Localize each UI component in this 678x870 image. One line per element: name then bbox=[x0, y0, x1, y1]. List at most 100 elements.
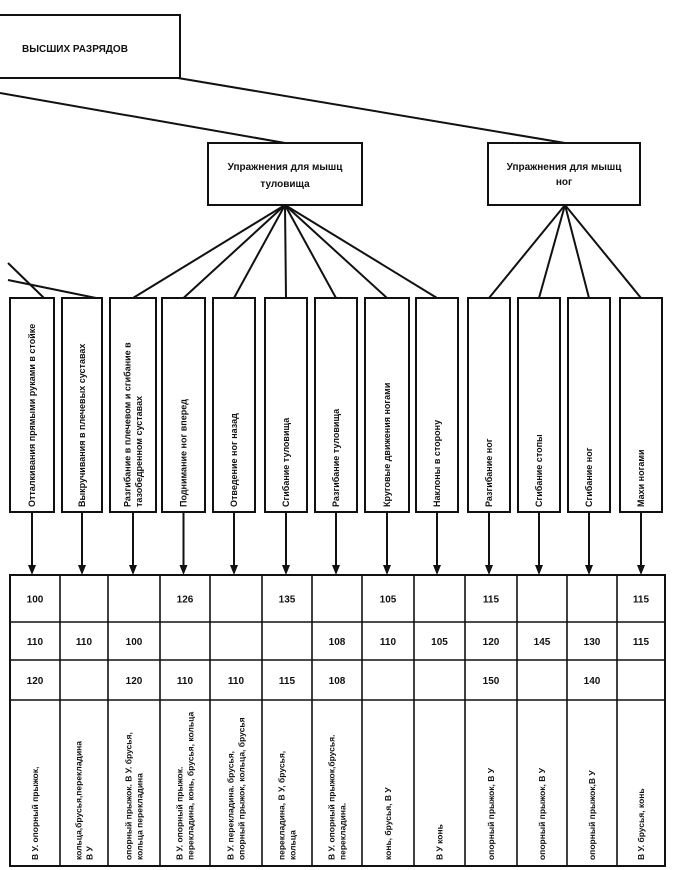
apparatus-text: конь, брусья, В У bbox=[383, 787, 393, 860]
exercise-label: тазобедренном суставах bbox=[134, 396, 144, 507]
apparatus-text: кольца bbox=[287, 830, 297, 860]
apparatus-text: опорный прыжок, В У bbox=[537, 767, 547, 860]
exercise-label: Круговые движения ногами bbox=[382, 383, 392, 507]
exercise-box bbox=[517, 297, 561, 513]
arrow-head bbox=[332, 565, 340, 575]
connector-line bbox=[488, 204, 566, 299]
table-cell-value: 115 bbox=[633, 595, 650, 606]
apparatus-text: кольца,брусья,перекладина bbox=[73, 741, 83, 860]
connector-line bbox=[7, 262, 45, 299]
connector-line bbox=[132, 204, 286, 299]
arrows bbox=[28, 512, 645, 575]
apparatus-text: опорный прыжок,В У bbox=[587, 770, 597, 860]
table-cell-value: 108 bbox=[329, 676, 346, 687]
exercise-label: Сгибание ног bbox=[584, 447, 594, 507]
connector-line bbox=[0, 92, 286, 144]
exercise-box bbox=[212, 297, 256, 513]
connector-line bbox=[564, 204, 590, 299]
exercise-label: Махи ногами bbox=[636, 449, 646, 507]
apparatus-text: В У конь bbox=[434, 824, 444, 860]
table-cell-value: 110 bbox=[228, 676, 245, 687]
exercise-label: Разгибание туловища bbox=[331, 408, 341, 507]
connector-line bbox=[182, 204, 286, 299]
table-cell-value: 135 bbox=[279, 595, 296, 606]
group-title-legs-line-2: ног bbox=[556, 177, 572, 188]
arrow-head bbox=[637, 565, 645, 575]
apparatus-text: опорный прыжок. В У. брусья, bbox=[123, 732, 133, 860]
apparatus-text: В У bbox=[84, 846, 94, 861]
exercise-label: Наклоны в сторону bbox=[432, 420, 442, 507]
group-box-legs bbox=[487, 142, 641, 206]
table-cell-value: 126 bbox=[177, 595, 194, 606]
exercise-label: Поднимание ног вперед bbox=[179, 399, 189, 507]
table-cell-value: 105 bbox=[431, 637, 448, 648]
connector-line bbox=[177, 77, 566, 144]
top-category-box bbox=[0, 14, 181, 79]
arrow-head bbox=[433, 565, 441, 575]
table-cell-value: 115 bbox=[633, 637, 650, 648]
apparatus-text: В У. брусья, конь bbox=[636, 788, 646, 860]
exercise-columns: Отталкивания прямыми руками в стойке Выкр… bbox=[9, 297, 663, 513]
table-cell-value: 145 bbox=[534, 637, 551, 648]
exercise-box bbox=[567, 297, 611, 513]
table-cell-value: 110 bbox=[177, 676, 194, 687]
arrow-head bbox=[230, 565, 238, 575]
group-title-trunk-line-2: туловища bbox=[260, 179, 310, 190]
table-cell-value: 120 bbox=[27, 676, 44, 687]
table-cell-value: 120 bbox=[483, 637, 500, 648]
table-cell-value: 108 bbox=[329, 637, 346, 648]
apparatus-text: кольца перекладина bbox=[134, 773, 144, 860]
arrow-head bbox=[129, 565, 137, 575]
apparatus-text: опорный прыжок, В У bbox=[486, 767, 496, 860]
apparatus-text: перекладина. bbox=[337, 803, 347, 860]
connector-line bbox=[7, 279, 97, 299]
table-cell-value: 100 bbox=[126, 637, 143, 648]
apparatus-text: В У. опорный прыжок, bbox=[30, 767, 40, 860]
connector-line bbox=[284, 204, 287, 299]
table-cell-value: 110 bbox=[380, 637, 397, 648]
arrow-head bbox=[485, 565, 493, 575]
group-connectors bbox=[132, 204, 642, 299]
arrow-head bbox=[535, 565, 543, 575]
connector-line bbox=[564, 204, 642, 299]
exercise-label: Сгибание стопы bbox=[534, 434, 544, 507]
group-title-legs-line-1: Упражнения для мышц bbox=[507, 162, 623, 173]
apparatus-text: перекладина, В У, брусья, bbox=[276, 751, 286, 860]
connector-line bbox=[284, 204, 388, 299]
arrow-head bbox=[282, 565, 290, 575]
apparatus-text: В У. опорный прыжок,брусья. bbox=[326, 735, 336, 860]
connector-line bbox=[284, 204, 438, 299]
table-cell-value: 140 bbox=[584, 676, 601, 687]
connector-line bbox=[284, 204, 337, 299]
exercise-box bbox=[109, 297, 157, 513]
group-box-trunk bbox=[207, 142, 363, 206]
table-cell-value: 115 bbox=[279, 676, 296, 687]
exercise-box bbox=[314, 297, 358, 513]
arrow-head bbox=[383, 565, 391, 575]
exercise-box bbox=[61, 297, 103, 513]
exercise-label: Разгибание в плечевом и сгибание в bbox=[122, 342, 132, 507]
exercise-label: Отталкивания прямыми руками в стойке bbox=[27, 324, 37, 507]
arrow-head bbox=[78, 565, 86, 575]
table-cell-value: 110 bbox=[27, 637, 44, 648]
apparatus-text: опорный прыжок, кольца, брусья bbox=[236, 717, 246, 860]
exercise-box bbox=[467, 297, 511, 513]
table-cell-value: 105 bbox=[380, 595, 397, 606]
exercise-label: Отведение ног назад bbox=[229, 413, 239, 507]
exercise-box bbox=[364, 297, 410, 513]
apparatus-text: В У. опорный прыжок. bbox=[174, 767, 184, 860]
exercise-label: Разгибание ног bbox=[484, 438, 494, 507]
group-title-trunk-line-1: Упражнения для мышц bbox=[228, 162, 344, 173]
table-cell-value: 130 bbox=[584, 637, 601, 648]
table-cell-value: 115 bbox=[483, 595, 500, 606]
connector-line bbox=[233, 204, 286, 299]
table-frame bbox=[9, 574, 666, 867]
arrow-head bbox=[585, 565, 593, 575]
exercise-label: Выкручивания в плечевых суставах bbox=[77, 344, 87, 507]
top-category-title: ВЫСШИХ РАЗРЯДОВ bbox=[22, 44, 128, 55]
connector-line bbox=[538, 204, 566, 299]
arrow-head bbox=[179, 565, 188, 575]
table-cell-value: 120 bbox=[126, 676, 143, 687]
